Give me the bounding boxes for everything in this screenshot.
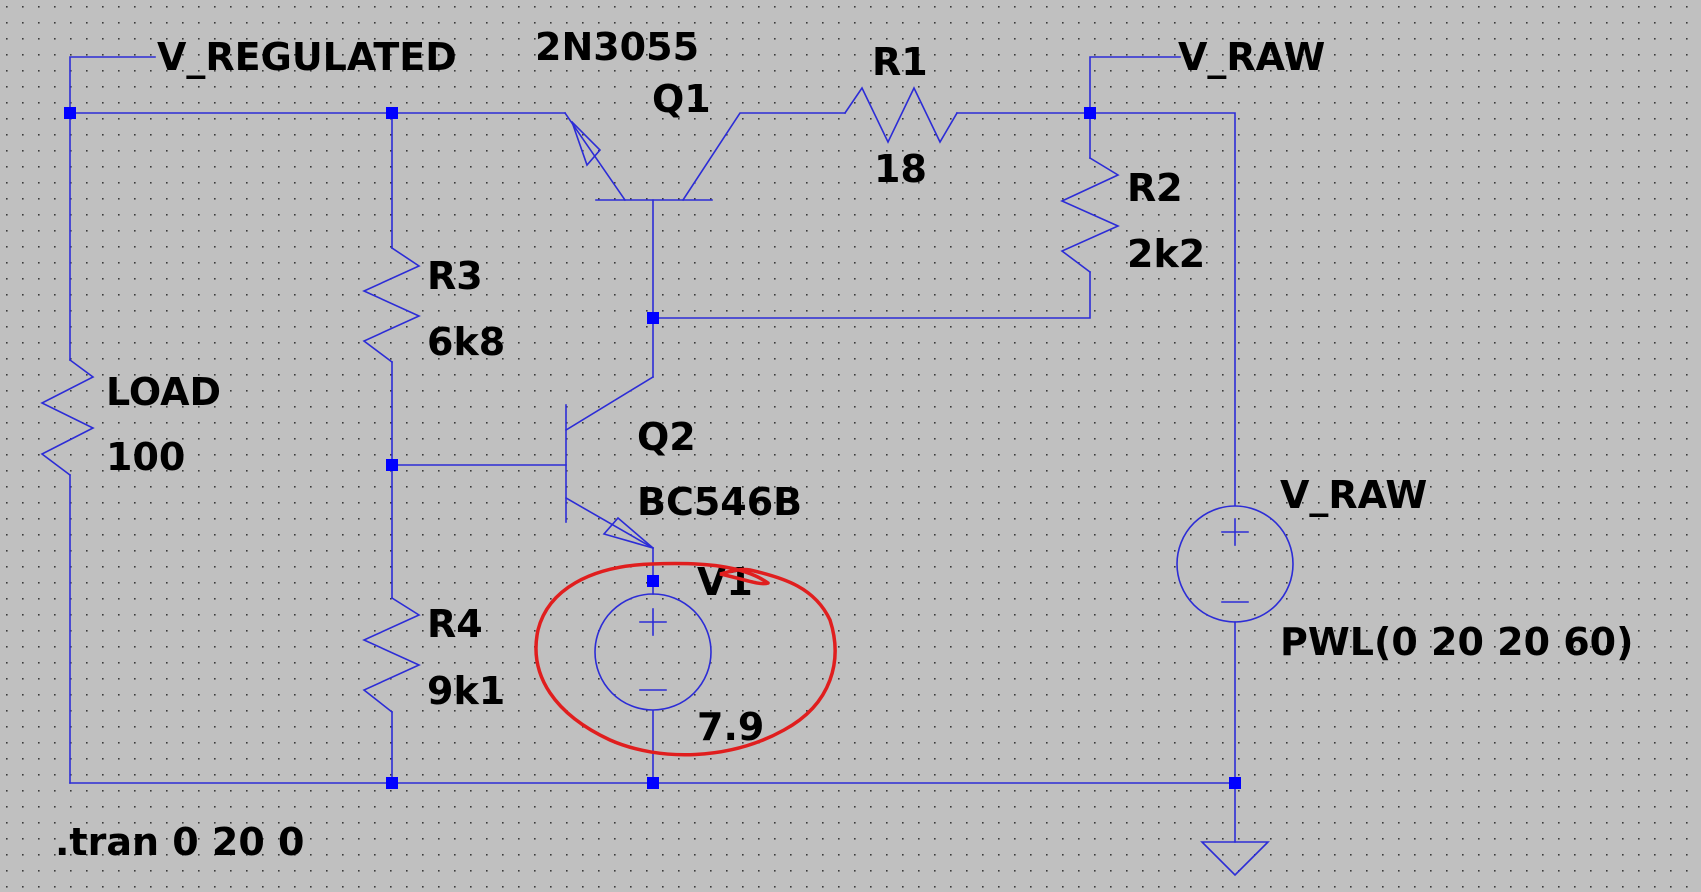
q1-ref-label[interactable]: Q1 [652, 77, 711, 121]
load-ref-label[interactable]: LOAD [106, 370, 221, 414]
spice-directive[interactable]: .tran 0 20 0 [55, 820, 305, 864]
wire-right-rail[interactable] [1089, 112, 1236, 506]
resistor-r1-symbol[interactable] [843, 86, 959, 144]
resistor-r4-symbol[interactable] [362, 596, 421, 714]
junction-node[interactable] [386, 459, 398, 471]
resistor-r2-symbol[interactable] [1060, 156, 1120, 274]
junction-node[interactable] [647, 312, 659, 324]
voltage-source-v1-symbol[interactable] [594, 593, 712, 711]
r4-value-label[interactable]: 9k1 [427, 669, 505, 713]
v1-value-label[interactable]: 7.9 [697, 705, 764, 749]
junction-node[interactable] [1229, 777, 1241, 789]
transistor-q2-symbol[interactable] [564, 375, 655, 550]
net-label-v-raw[interactable]: V_RAW [1178, 35, 1325, 79]
junction-node[interactable] [1084, 107, 1096, 119]
q1-model-label[interactable]: 2N3055 [535, 25, 699, 69]
r1-value-label[interactable]: 18 [874, 147, 927, 191]
q2-ref-label[interactable]: Q2 [637, 415, 696, 459]
transistor-q1-symbol[interactable] [563, 111, 713, 202]
wire-r2-bottom[interactable] [652, 271, 1091, 319]
net-label-v-regulated[interactable]: V_REGULATED [157, 35, 457, 79]
voltage-source-v-raw-symbol[interactable] [1176, 505, 1294, 623]
wires [69, 56, 1236, 843]
r3-value-label[interactable]: 6k8 [427, 320, 505, 364]
ground-icon[interactable] [1200, 841, 1270, 877]
junction-node[interactable] [647, 575, 659, 587]
resistor-load-symbol[interactable] [40, 358, 95, 477]
v-raw-source-value-label[interactable]: PWL(0 20 20 60) [1280, 620, 1634, 664]
wire-v-regulated-flag[interactable] [69, 56, 156, 114]
junction-node[interactable] [386, 777, 398, 789]
red-circle-annotation [534, 561, 837, 757]
r2-value-label[interactable]: 2k2 [1127, 232, 1205, 276]
junction-node[interactable] [64, 107, 76, 119]
v-raw-source-ref-label[interactable]: V_RAW [1280, 473, 1427, 517]
junction-node[interactable] [386, 107, 398, 119]
r2-ref-label[interactable]: R2 [1127, 166, 1183, 210]
load-value-label[interactable]: 100 [106, 435, 185, 479]
r4-ref-label[interactable]: R4 [427, 602, 483, 646]
wire-v-raw-flag[interactable] [1089, 56, 1181, 114]
q2-model-label[interactable]: BC546B [637, 480, 802, 524]
junction-nodes [64, 107, 1241, 789]
junction-node[interactable] [647, 777, 659, 789]
r1-ref-label[interactable]: R1 [872, 40, 928, 84]
resistor-r3-symbol[interactable] [362, 246, 421, 364]
r3-ref-label[interactable]: R3 [427, 254, 483, 298]
wire-q1-collector-r1[interactable] [681, 112, 846, 202]
